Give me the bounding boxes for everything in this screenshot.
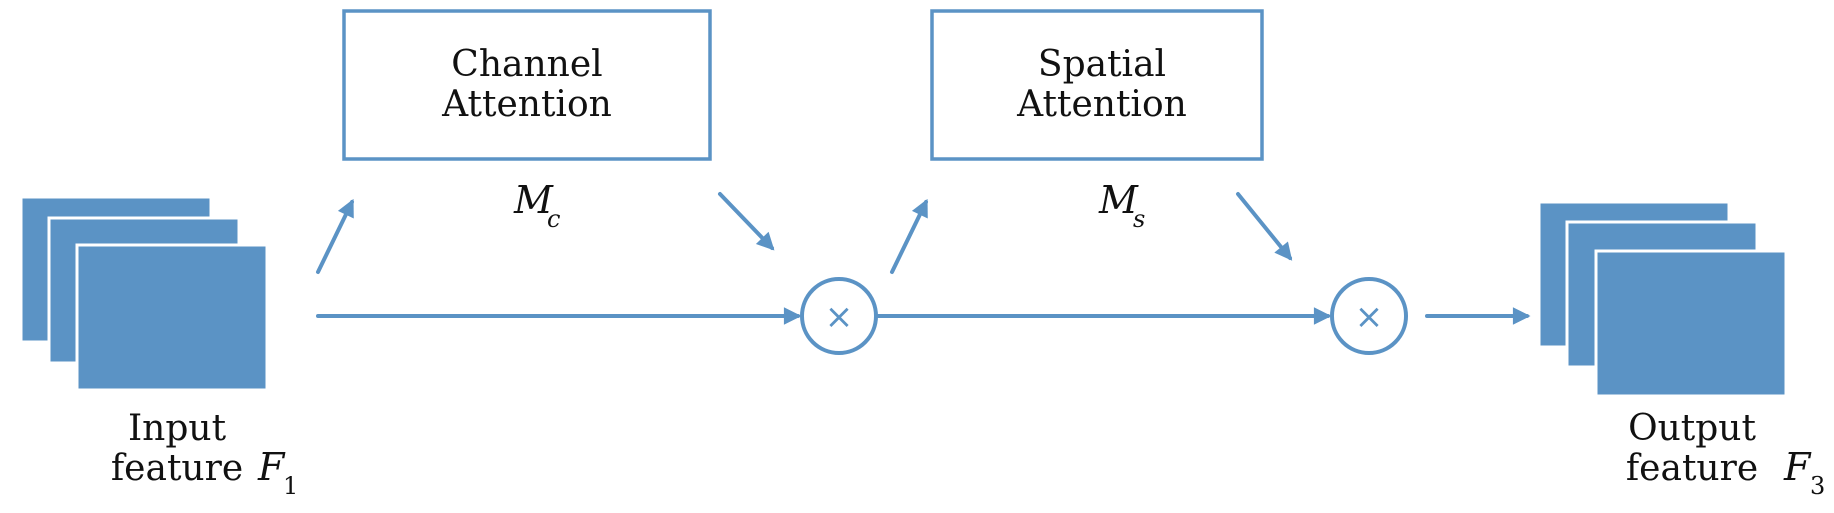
- channel-attention-label-line1: Channel: [451, 44, 602, 85]
- from-spatial-attention-arrow: [1236, 192, 1293, 261]
- output-label-line2: feature: [1626, 448, 1758, 489]
- multiply-node-1: ×: [800, 277, 878, 355]
- channel-map-subscript: c: [547, 205, 560, 233]
- spatial-attention-label-line2: Attention: [1016, 84, 1187, 125]
- output-feature-subscript: 3: [1810, 472, 1825, 500]
- multiply-node-2: ×: [1330, 277, 1408, 355]
- input-feature-symbol: F: [257, 445, 286, 489]
- channel-map-symbol: M: [513, 178, 554, 222]
- output-label-line1: Output: [1628, 408, 1756, 449]
- output-feature-symbol: F: [1783, 445, 1812, 489]
- spatial-attention-label-line1: Spatial: [1038, 44, 1166, 85]
- to-spatial-attention-arrow: [890, 198, 928, 274]
- spatial-map-symbol: M: [1098, 178, 1139, 222]
- from-channel-attention-arrow: [718, 192, 775, 251]
- multiply-icon: ×: [1355, 297, 1384, 337]
- input-feature-subscript: 1: [283, 472, 298, 500]
- channel-attention-box: [342, 9, 712, 161]
- input-label-line1: Input: [128, 408, 227, 449]
- output-feature-stack-icon: [1537, 200, 1788, 398]
- input-label-line2: feature: [111, 448, 243, 489]
- channel-attention-label-line2: Attention: [441, 84, 612, 125]
- input-feature-stack-icon: [19, 195, 269, 392]
- spatial-attention-box: [930, 9, 1264, 161]
- multiply-icon: ×: [825, 297, 854, 337]
- to-channel-attention-arrow: [316, 198, 354, 274]
- spatial-map-subscript: s: [1133, 205, 1145, 233]
